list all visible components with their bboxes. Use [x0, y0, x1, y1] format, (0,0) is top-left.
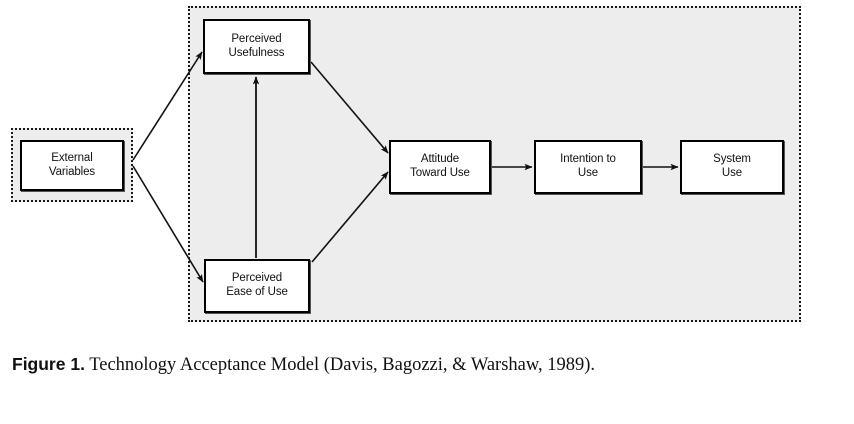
node-attitude-toward-use-label: Attitude Toward Use	[410, 153, 470, 179]
figure-caption: Figure 1. Technology Acceptance Model (D…	[12, 352, 652, 379]
figure-caption-text: Technology Acceptance Model (Davis, Bago…	[84, 355, 596, 375]
node-perceived-usefulness-label: Perceived Usefulness	[228, 32, 285, 59]
node-external-variables[interactable]: External Variables	[20, 140, 124, 191]
node-perceived-ease-of-use-label: Perceived Ease of Use	[226, 272, 288, 298]
node-external-variables-label: External Variables	[48, 151, 96, 178]
node-perceived-usefulness[interactable]: Perceived Usefulness	[203, 19, 310, 74]
node-system-use-label: System Use	[713, 153, 751, 179]
diagram-canvas: External Variables Perceived Usefulness …	[11, 6, 801, 322]
node-system-use[interactable]: System Use	[680, 140, 784, 194]
node-intention-to-use[interactable]: Intention to Use	[534, 140, 642, 194]
node-perceived-ease-of-use[interactable]: Perceived Ease of Use	[204, 259, 310, 313]
node-intention-to-use-label: Intention to Use	[560, 153, 616, 179]
figure-caption-label: Figure 1.	[12, 354, 85, 374]
node-attitude-toward-use[interactable]: Attitude Toward Use	[389, 140, 491, 194]
